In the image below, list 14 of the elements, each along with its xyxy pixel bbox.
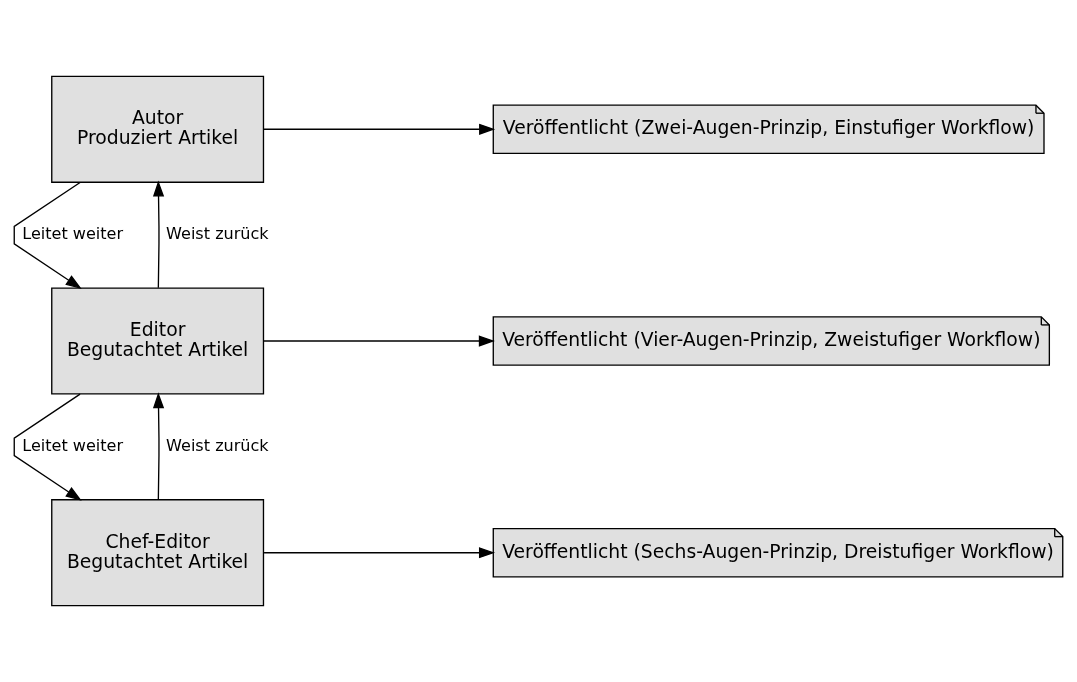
arrow <box>13 393 82 501</box>
arrow <box>262 123 496 135</box>
arrow <box>152 392 165 501</box>
edge-label: Weist zurück <box>166 436 269 456</box>
node-box: Autor Produziert Artikel <box>51 75 265 183</box>
edge-label: Weist zurück <box>166 224 269 244</box>
edge-label: Leitet weiter <box>22 436 124 456</box>
node-box: Chef-Editor Begutachtet Artikel <box>51 499 265 607</box>
node-box: Editor Begutachtet Artikel <box>51 287 265 395</box>
arrow <box>13 181 82 289</box>
edge-label: Leitet weiter <box>22 224 124 244</box>
arrow <box>152 180 165 289</box>
arrow <box>263 547 496 559</box>
arrow <box>262 335 495 347</box>
